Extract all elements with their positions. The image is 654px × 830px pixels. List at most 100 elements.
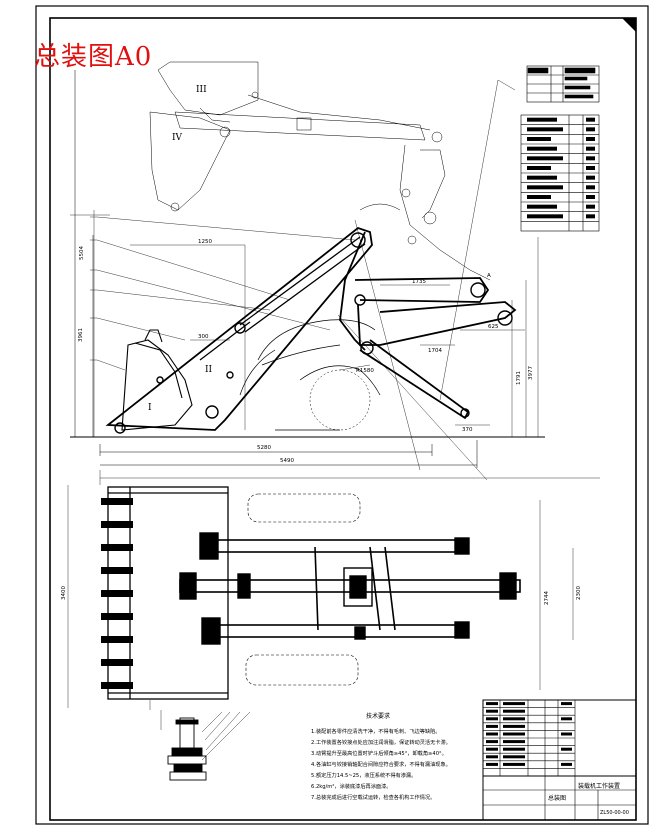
title-block-cell-text xyxy=(486,740,498,744)
inner-border xyxy=(49,17,637,821)
revision-table xyxy=(526,65,600,103)
bucket-tooth xyxy=(101,567,133,574)
title-block-cell-text xyxy=(486,755,498,759)
label-roman-1: I xyxy=(148,403,152,413)
note-item: 4.各油缸与铰接销轴配合间隙应符合要求，不得有漏油现象。 xyxy=(311,760,451,768)
table-cell-text xyxy=(527,214,563,219)
title-block-cell-text xyxy=(486,724,498,728)
table-cell-text xyxy=(586,204,595,209)
bucket-tooth xyxy=(101,544,133,551)
table-cell-text xyxy=(527,166,551,170)
table-cell-text xyxy=(586,146,595,151)
table-cell-text xyxy=(586,117,595,122)
title-block-cell-text xyxy=(503,709,525,713)
note-item: 1.装配前各零件应清洗干净，不得有毛刺、飞边等缺陷。 xyxy=(311,727,440,735)
title-block-cell-text xyxy=(561,702,572,706)
note-item: 6.2kg/m²，涂装底漆后再涂面漆。 xyxy=(311,782,392,790)
title-block-cell-text xyxy=(503,755,525,759)
title-block-cell-text xyxy=(503,724,525,728)
dim-3961: 3961 xyxy=(78,328,84,342)
note-item: 2.工作装置各铰接点处应加注润滑脂，保证转动灵活无卡滞。 xyxy=(311,738,451,746)
title-block xyxy=(482,699,637,821)
table-cell-text xyxy=(586,166,595,170)
title-block-drawing-no: ZL50-00-00 xyxy=(600,810,629,816)
title-block-cell-text xyxy=(503,762,525,766)
dim-1704: 1704 xyxy=(428,348,442,354)
dim-5490: 5490 xyxy=(280,458,294,464)
fender-top xyxy=(247,493,361,523)
dim-1250: 1250 xyxy=(198,239,212,245)
bucket-tooth xyxy=(101,498,133,505)
dim-370: 370 xyxy=(462,427,473,433)
notes-heading: 技术要求 xyxy=(366,712,390,720)
table-cell-text xyxy=(527,195,551,199)
note-item: 5.额定压力14.5~25，液压系统不得有渗漏。 xyxy=(311,771,416,779)
dim-300: 300 xyxy=(198,334,209,340)
side-view xyxy=(70,61,545,481)
corner-mark xyxy=(622,18,636,32)
table-cell-text xyxy=(586,175,595,180)
title-block-cell-text xyxy=(561,732,572,736)
title-block-cell-text xyxy=(503,740,525,744)
title-block-company: 装载机工作装置 xyxy=(578,782,620,790)
label-roman-2: II xyxy=(205,365,213,375)
dim-1791: 1791 xyxy=(516,371,522,385)
dim-1735: 1735 xyxy=(412,279,426,285)
dim-625: 625 xyxy=(488,324,499,330)
fender-bottom xyxy=(245,654,359,686)
table-cell-text xyxy=(527,137,551,141)
table-cell-text xyxy=(527,146,557,151)
sheet-title: 总装图A0 xyxy=(34,42,153,72)
pin-detail-view xyxy=(160,710,251,781)
bucket-tooth xyxy=(101,590,133,597)
title-block-cell-text xyxy=(503,702,525,706)
title-block-cell-text xyxy=(486,709,498,713)
title-block-cell-text xyxy=(486,732,498,736)
table-cell-text xyxy=(586,195,595,199)
title-block-cell-text xyxy=(561,747,572,751)
table-cell-text xyxy=(586,137,595,141)
dim-5280: 5280 xyxy=(257,445,271,451)
title-block-cell-text xyxy=(503,717,525,721)
table-cell-text xyxy=(527,117,557,122)
label-roman-4: IV xyxy=(172,133,183,143)
table-cell-text xyxy=(527,185,563,190)
bucket-tooth xyxy=(101,682,133,689)
bucket xyxy=(121,329,193,431)
table-cell-text xyxy=(586,214,595,219)
title-block-drawing-name: 总装图 xyxy=(548,794,566,802)
dim-3400: 3400 xyxy=(61,586,67,600)
table-cell-text xyxy=(527,175,557,180)
label-point-a: A xyxy=(487,273,491,279)
boom-arm xyxy=(105,226,517,431)
table-cell-text xyxy=(527,156,563,161)
note-item: 3.动臂提升至最高位置时铲斗后倾角≥45°，卸载角≥40°。 xyxy=(311,749,447,757)
bucket-tooth xyxy=(101,659,133,666)
title-block-cell-text xyxy=(486,762,498,766)
dim-5504: 5504 xyxy=(79,246,85,260)
dim-2300: 2300 xyxy=(576,586,582,600)
table-cell-text xyxy=(586,127,595,132)
title-block-cell-text xyxy=(486,747,498,751)
bucket-tooth xyxy=(101,636,133,643)
bucket-tooth xyxy=(101,521,133,528)
parameter-table xyxy=(520,114,600,232)
bucket-teeth xyxy=(101,498,133,689)
title-block-cell-text xyxy=(486,717,498,721)
bucket-tooth xyxy=(101,613,133,620)
title-block-cell-text xyxy=(503,747,525,751)
table-cell-text xyxy=(586,156,595,161)
note-item: 7.总装完成后进行空载试运转，检查各机构工作情况。 xyxy=(311,793,435,801)
label-roman-3: III xyxy=(196,85,207,95)
title-block-cell-text xyxy=(561,762,572,766)
frame-hubs xyxy=(179,532,517,645)
technical-notes: 技术要求 1.装配前各零件应清洗干净，不得有毛刺、飞边等缺陷。 2.工作装置各铰… xyxy=(311,712,451,801)
table-cell-text xyxy=(586,185,595,190)
dim-3977: 3977 xyxy=(528,366,534,380)
dim-r1580: R1580 xyxy=(356,368,374,374)
title-block-cell-text xyxy=(486,702,498,706)
title-block-cell-text xyxy=(503,732,525,736)
table-cell-text xyxy=(527,204,557,209)
table-cell-text xyxy=(527,127,563,132)
